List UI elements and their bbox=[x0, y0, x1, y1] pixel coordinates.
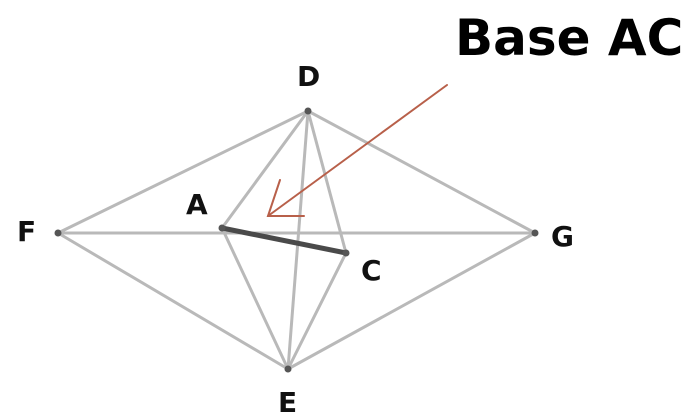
vertex-dot-G bbox=[531, 229, 539, 237]
edge-A-E bbox=[220, 226, 290, 371]
vertex-label-G: G bbox=[551, 220, 574, 253]
edge-D-E bbox=[286, 109, 310, 371]
vertex-label-E: E bbox=[278, 386, 297, 419]
vertex-dot-C bbox=[342, 249, 350, 257]
vertex-label-D: D bbox=[297, 60, 320, 93]
edge-D-A bbox=[220, 109, 310, 230]
base-edge-AC bbox=[219, 225, 349, 256]
vertex-dot-A bbox=[218, 224, 226, 232]
edge-F-D bbox=[56, 109, 310, 235]
edge-F-E bbox=[56, 231, 290, 371]
vertex-dot-F bbox=[54, 229, 62, 237]
diagram-title: Base AC bbox=[455, 9, 682, 67]
vertex-label-F: F bbox=[17, 215, 36, 248]
edge-D-G bbox=[306, 109, 537, 235]
vertex-dot-E bbox=[284, 365, 292, 373]
vertex-label-A: A bbox=[186, 188, 208, 221]
pointer-arrow-shaft bbox=[267, 84, 448, 217]
pointer-arrow-head bbox=[266, 179, 305, 217]
vertex-dot-D bbox=[304, 107, 312, 115]
edge-D-C bbox=[306, 109, 348, 255]
edge-C-E bbox=[286, 251, 348, 371]
vertex-label-C: C bbox=[361, 254, 382, 287]
edge-E-G bbox=[286, 231, 537, 371]
